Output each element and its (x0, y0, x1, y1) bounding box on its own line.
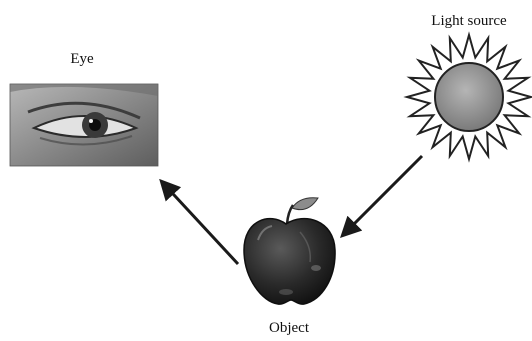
object-to-eye-arrow (162, 182, 238, 264)
eye-icon (10, 84, 158, 166)
light-to-object-arrow (343, 156, 422, 235)
eye-label: Eye (70, 51, 94, 67)
light-source-label: Light source (431, 13, 507, 29)
apple-icon (244, 198, 335, 304)
object-label: Object (269, 320, 310, 336)
sun-icon (407, 35, 531, 159)
